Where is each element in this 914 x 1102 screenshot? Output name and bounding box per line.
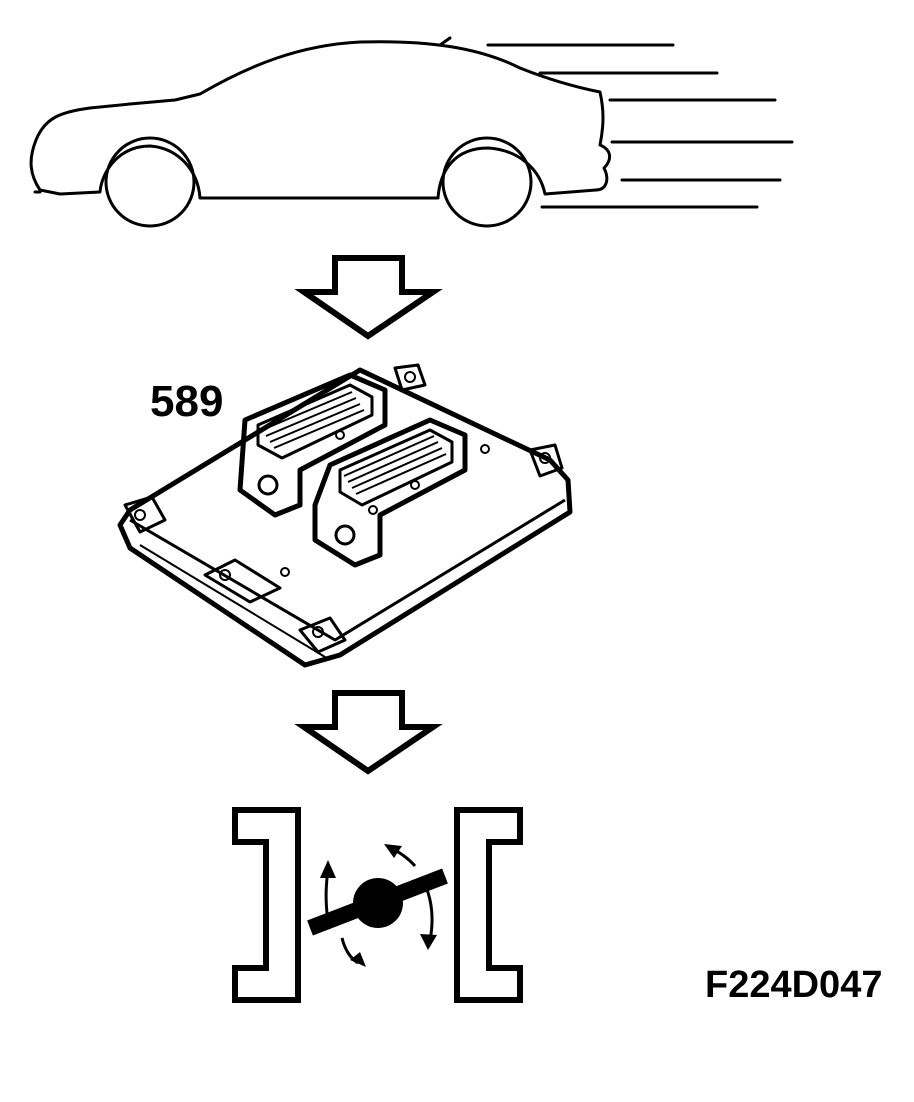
down-arrow-icon — [294, 690, 443, 775]
throttle-valve-icon — [232, 807, 523, 1003]
speed-lines — [486, 43, 794, 209]
component-number-label: 589 — [150, 377, 224, 426]
figure-id-label: F224D047 — [705, 964, 883, 1006]
arrowheads — [320, 844, 437, 967]
moving-car-icon — [29, 36, 611, 228]
down-arrow-icon — [294, 255, 443, 340]
throttle-shaft — [353, 878, 403, 928]
throttle-body-right — [454, 807, 523, 1003]
throttle-body-left — [232, 807, 301, 1003]
engine-control-module-icon — [117, 363, 573, 668]
